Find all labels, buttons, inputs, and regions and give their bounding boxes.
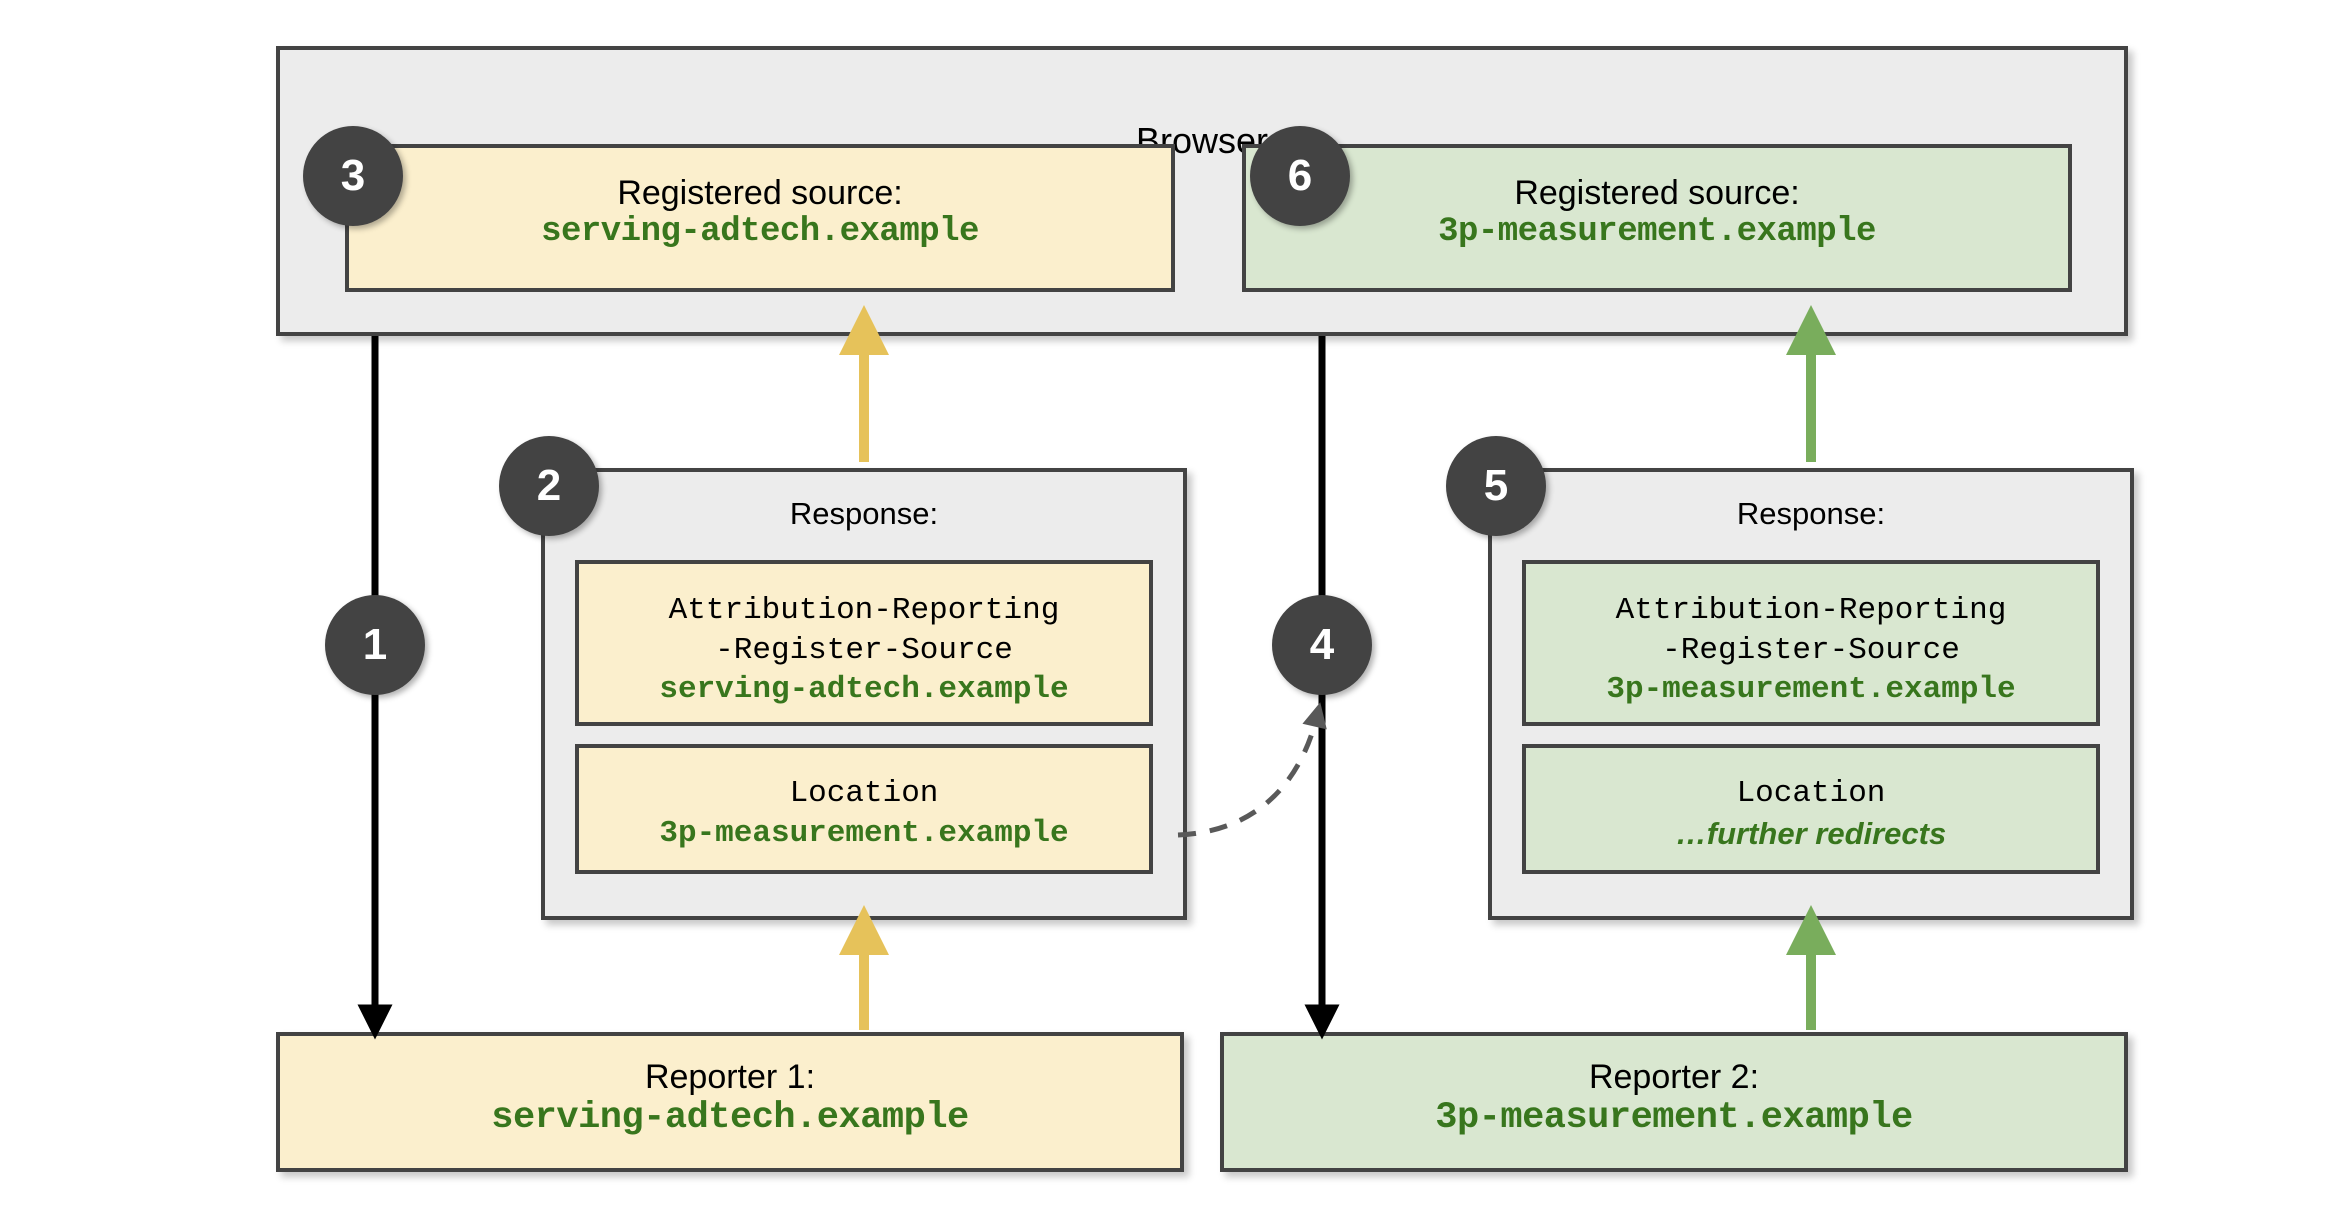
- step-marker-4[interactable]: 4: [1272, 595, 1372, 695]
- response-container-1: Response: Attribution-Reporting -Registe…: [541, 468, 1187, 920]
- response-1-source-name-line-2: -Register-Source: [715, 632, 1013, 668]
- reporter-1-label: Reporter 1:: [644, 1058, 816, 1096]
- registered-source-1-domain: serving-adtech.example: [541, 213, 979, 251]
- step-marker-6[interactable]: 6: [1250, 126, 1350, 226]
- reporter-1-box: Reporter 1: serving-adtech.example: [276, 1032, 1184, 1172]
- response-2-header-source: Attribution-Reporting -Register-Source 3…: [1522, 560, 2100, 726]
- reporter-1-text: Reporter 1: serving-adtech.example: [280, 1058, 1180, 1139]
- response-2-source-text: Attribution-Reporting -Register-Source 3…: [1526, 591, 2096, 710]
- step-marker-3[interactable]: 3: [303, 126, 403, 226]
- arrow-redirect-dashed: [1177, 702, 1327, 838]
- response-1-header-location: Location 3p-measurement.example: [575, 744, 1153, 874]
- response-1-heading: Response:: [789, 496, 939, 531]
- response-1-location-text: Location 3p-measurement.example: [579, 774, 1149, 853]
- registered-source-box-1: Registered source: serving-adtech.exampl…: [345, 144, 1175, 292]
- response-2-location-text: Location …further redirects: [1526, 774, 2096, 853]
- response-2-location-value: …further redirects: [1675, 815, 1947, 851]
- registered-source-1-text: Registered source: serving-adtech.exampl…: [349, 174, 1171, 251]
- step-marker-1[interactable]: 1: [325, 595, 425, 695]
- response-1-source-value: serving-adtech.example: [659, 672, 1069, 708]
- response-1-header-source: Attribution-Reporting -Register-Source s…: [575, 560, 1153, 726]
- response-2-header-location: Location …further redirects: [1522, 744, 2100, 874]
- response-1-source-text: Attribution-Reporting -Register-Source s…: [579, 591, 1149, 710]
- reporter-2-box: Reporter 2: 3p-measurement.example: [1220, 1032, 2128, 1172]
- response-2-source-value: 3p-measurement.example: [1606, 672, 2016, 708]
- response-1-source-name-line-1: Attribution-Reporting: [668, 593, 1060, 628]
- registered-source-2-domain: 3p-measurement.example: [1438, 213, 1876, 251]
- response-2-heading: Response:: [1736, 496, 1886, 531]
- registered-source-2-label: Registered source:: [1514, 174, 1800, 212]
- registered-source-2-text: Registered source: 3p-measurement.exampl…: [1246, 174, 2068, 251]
- reporter-2-text: Reporter 2: 3p-measurement.example: [1224, 1058, 2124, 1139]
- step-marker-5[interactable]: 5: [1446, 436, 1546, 536]
- response-2-location-name: Location: [1736, 776, 1886, 811]
- registered-source-1-label: Registered source:: [617, 174, 903, 212]
- reporter-2-domain: 3p-measurement.example: [1435, 1097, 1913, 1139]
- reporter-1-domain: serving-adtech.example: [491, 1097, 969, 1139]
- step-marker-2[interactable]: 2: [499, 436, 599, 536]
- response-container-2: Response: Attribution-Reporting -Registe…: [1488, 468, 2134, 920]
- registered-source-box-2: Registered source: 3p-measurement.exampl…: [1242, 144, 2072, 292]
- reporter-2-label: Reporter 2:: [1588, 1058, 1760, 1096]
- response-1-location-value: 3p-measurement.example: [659, 815, 1069, 851]
- response-1-location-name: Location: [789, 776, 939, 811]
- response-2-source-name-line-1: Attribution-Reporting: [1615, 593, 2007, 628]
- response-2-source-name-line-2: -Register-Source: [1662, 632, 1960, 668]
